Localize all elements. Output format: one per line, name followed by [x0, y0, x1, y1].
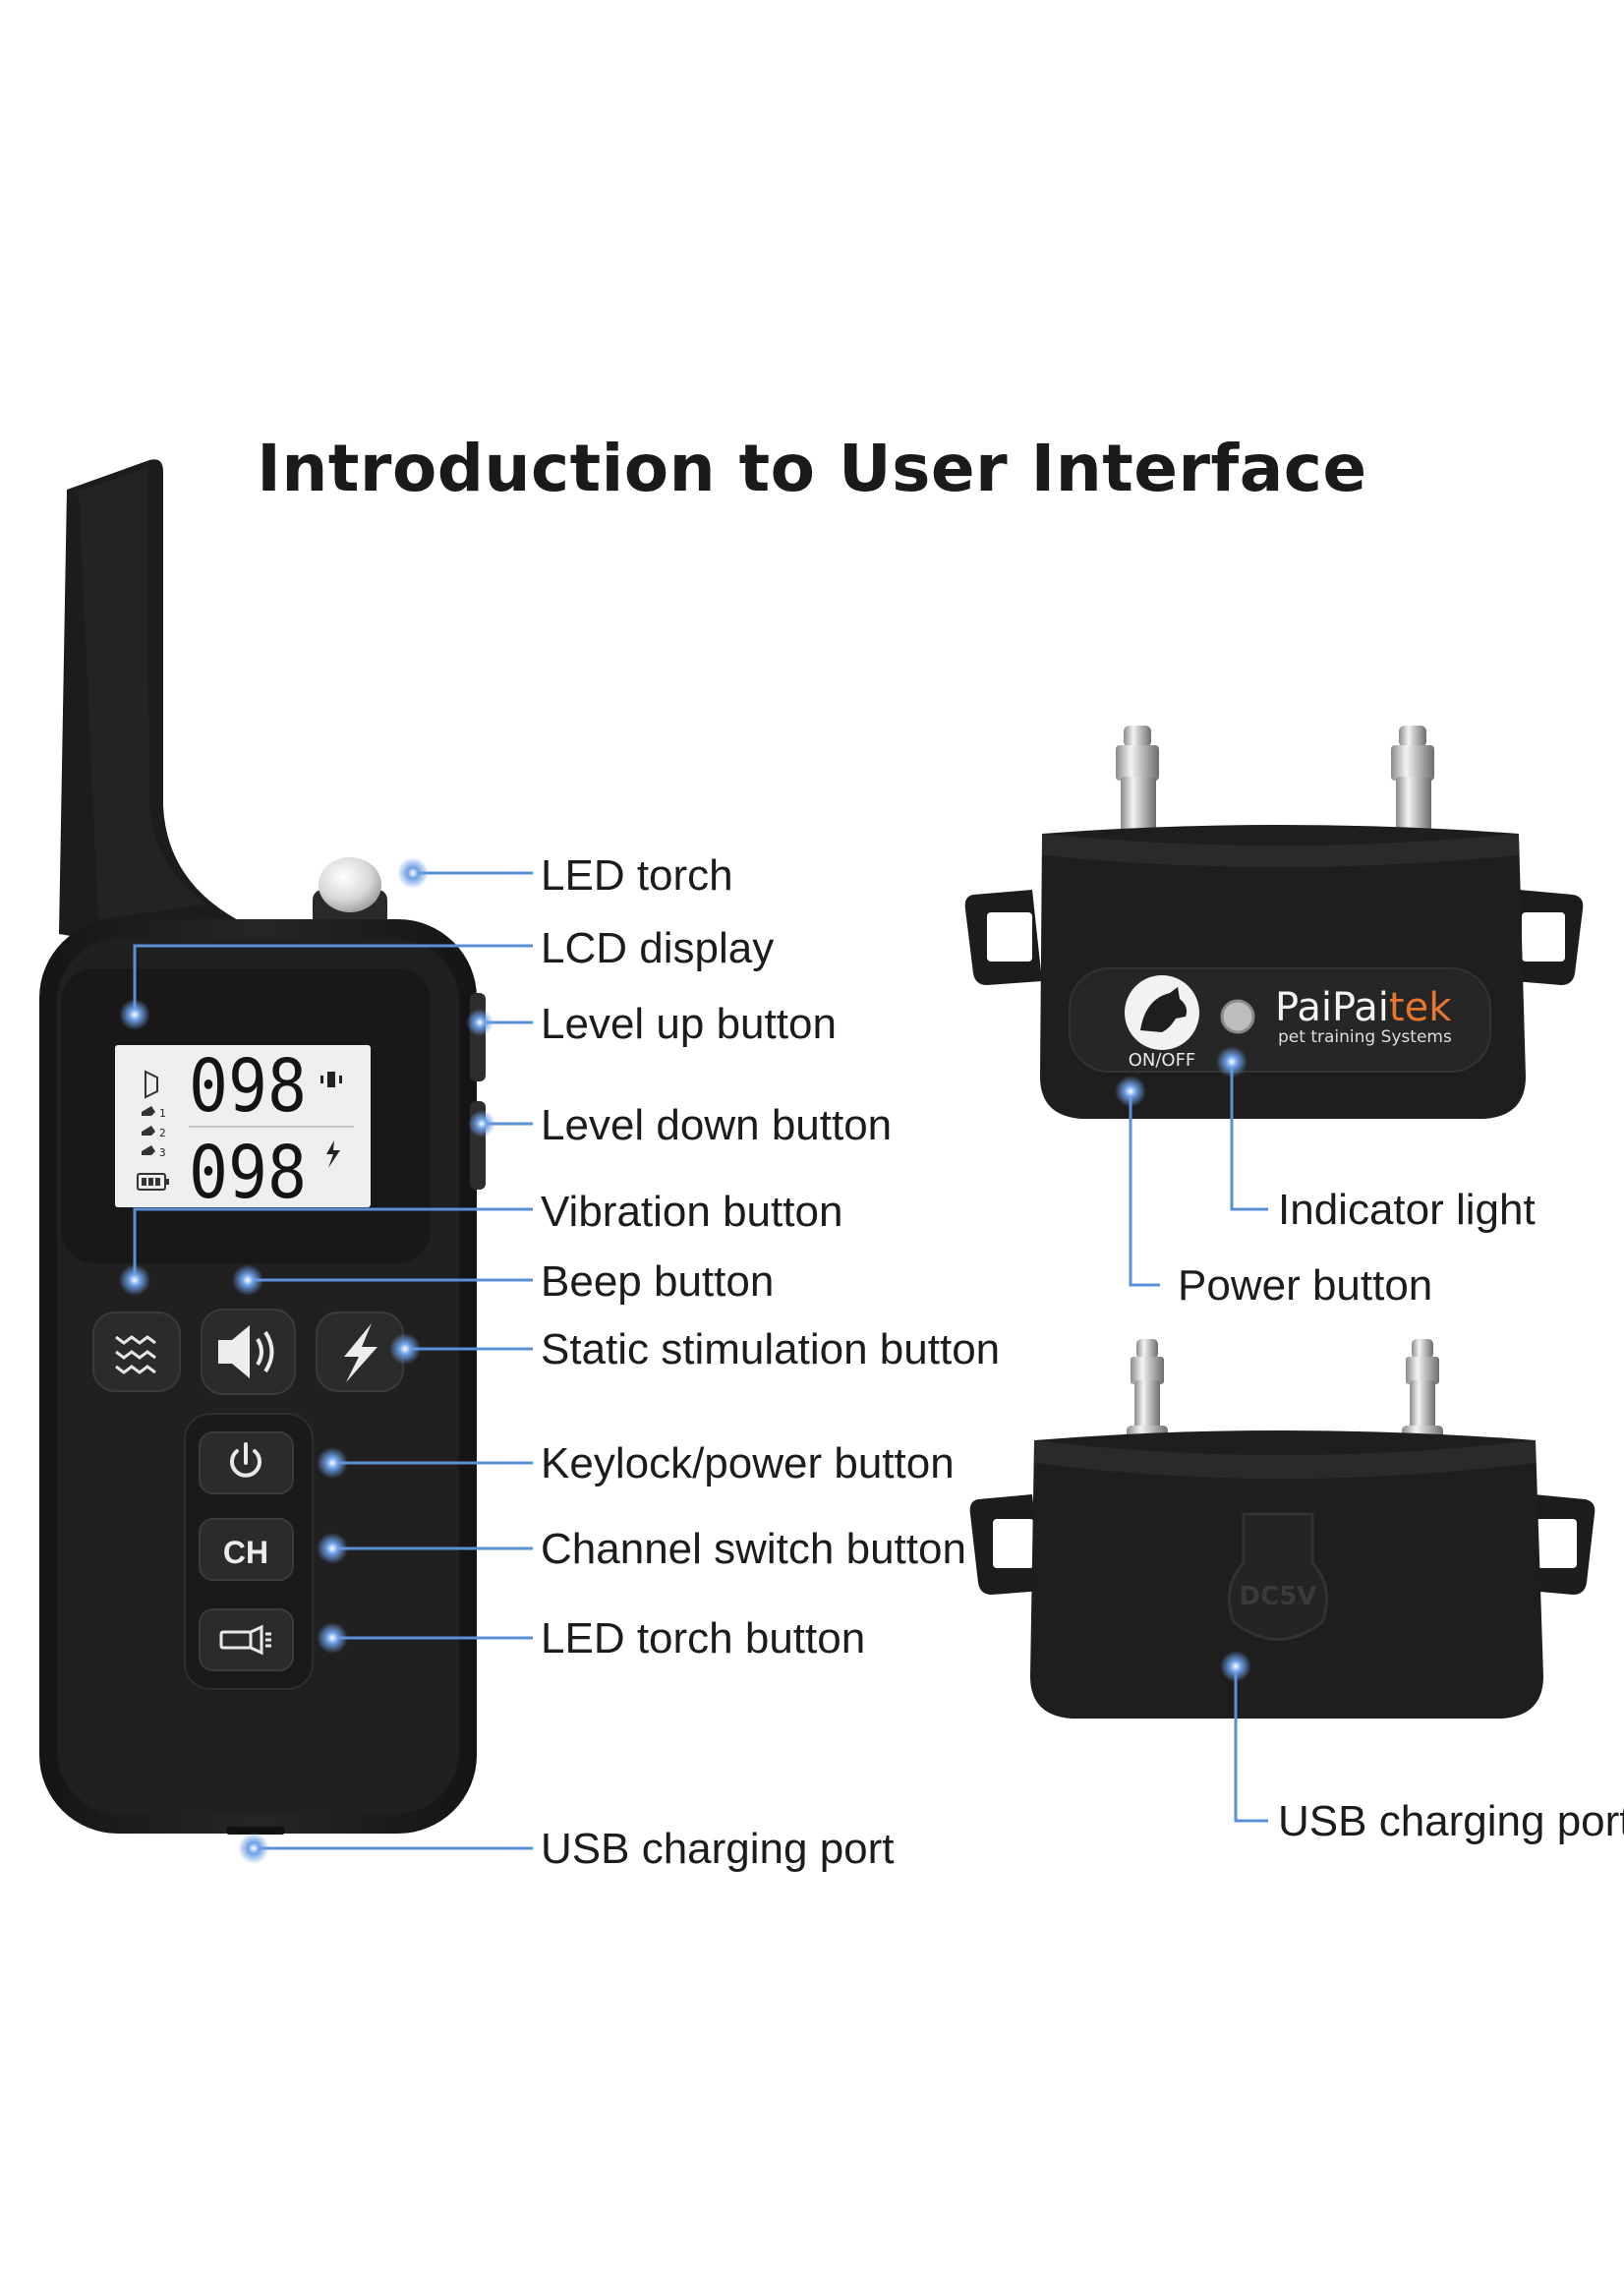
switch-label: ON/OFF: [1129, 1050, 1196, 1071]
lcd-dog-marker-1: 1: [159, 1107, 166, 1120]
receiver-back-callouts: [1234, 1666, 1268, 1823]
label-keylock: Keylock/power button: [541, 1439, 955, 1487]
label-usb-receiver: USB charging port: [1278, 1797, 1624, 1845]
transmitter-remote: 1 2 3 098 098: [39, 459, 486, 1835]
torch-button[interactable]: [199, 1608, 294, 1671]
brand-tagline: pet training Systems: [1278, 1027, 1452, 1047]
label-vibration: Vibration button: [541, 1188, 843, 1236]
channel-switch-button[interactable]: [199, 1518, 294, 1581]
port-cover-text: DC5V: [1240, 1582, 1317, 1611]
contact-probe-left-2: [1127, 1339, 1168, 1445]
label-torch-button: LED torch button: [541, 1614, 866, 1662]
label-static: Static stimulation button: [541, 1325, 1001, 1373]
brand-name-part1: PaiPai: [1275, 985, 1389, 1030]
label-power-button: Power button: [1178, 1261, 1433, 1310]
lcd-vibration-glyph: [320, 1072, 342, 1087]
receiver-front-callouts: [1129, 1062, 1268, 1287]
lcd-upper-value: 098: [189, 1044, 307, 1129]
label-usb-remote: USB charging port: [541, 1825, 895, 1873]
lcd-lower-value: 098: [189, 1131, 307, 1215]
brand-name: PaiPaitek: [1275, 985, 1452, 1030]
label-level-down: Level down button: [541, 1101, 893, 1149]
vibration-icon: [115, 1335, 156, 1374]
page-title: Introduction to User Interface: [257, 431, 1367, 506]
lcd-dog-marker-3: 3: [159, 1146, 166, 1159]
label-indicator-light: Indicator light: [1278, 1186, 1536, 1234]
lcd-speaker-glyph: [145, 1070, 158, 1099]
contact-probe-right-2: [1402, 1339, 1443, 1445]
dog-logo-icon: [1140, 987, 1188, 1032]
torch-lens: [319, 857, 381, 912]
lightning-icon: [344, 1323, 377, 1382]
receiver-back: DC5V: [969, 1339, 1595, 1719]
receiver-front: ON/OFF PaiPaitek pet training Systems: [964, 726, 1584, 1119]
lcd-shock-glyph: [326, 1140, 340, 1168]
label-lcd-display: LCD display: [541, 924, 775, 972]
label-channel: Channel switch button: [541, 1525, 966, 1573]
remote-usb-port: [226, 1827, 285, 1835]
brand-name-part2: tek: [1389, 985, 1452, 1030]
label-beep: Beep button: [541, 1257, 775, 1306]
indicator-light: [1220, 999, 1255, 1034]
lcd-dog-marker-2: 2: [159, 1127, 166, 1139]
level-up-side-button: [470, 993, 486, 1081]
usb-port-cover: [1227, 1512, 1329, 1641]
lcd-dog-markers: [142, 1106, 155, 1155]
label-level-up: Level up button: [541, 1000, 837, 1048]
vibration-button[interactable]: [92, 1312, 181, 1392]
channel-button-label: CH: [223, 1535, 268, 1570]
label-led-torch: LED torch: [541, 851, 733, 900]
speaker-icon: [218, 1325, 274, 1378]
transmitter-callout-dots: [119, 857, 495, 1864]
power-icon: [230, 1442, 261, 1478]
flashlight-icon: [219, 1624, 271, 1656]
